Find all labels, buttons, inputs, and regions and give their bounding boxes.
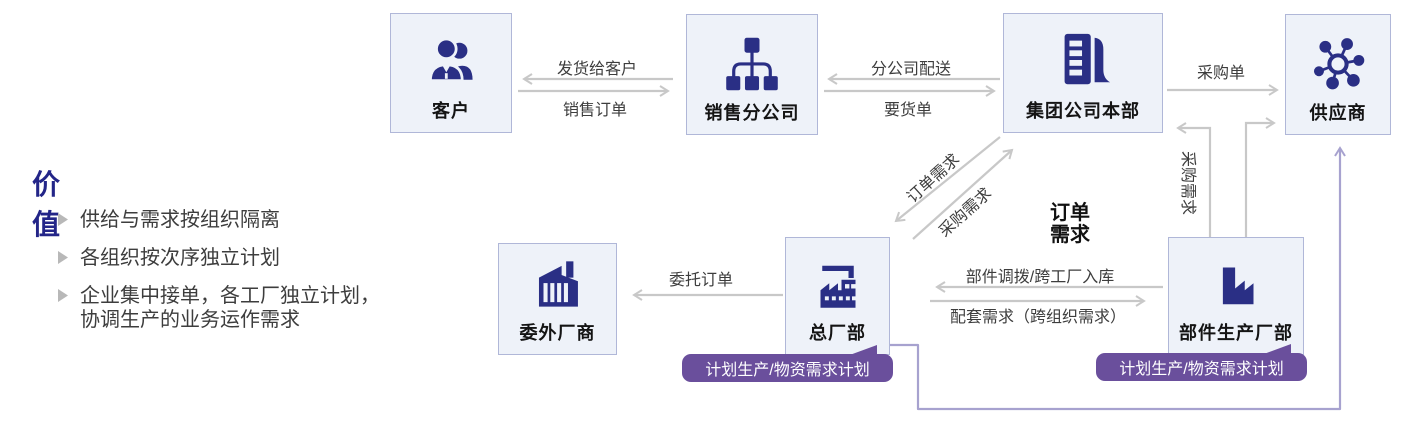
node-supplier: 供应商 [1285, 14, 1391, 135]
list-item: 各组织按次序独立计划 [58, 246, 418, 270]
plan-badge-parts-factory: 计划生产/物资需求计划 [1096, 344, 1307, 381]
order-demand-line1: 订单 [1050, 202, 1090, 224]
badge-tail [847, 345, 877, 356]
list-item: 企业集中接单，各工厂独立计划，协调生产的业务运作需求 [58, 284, 418, 332]
node-label: 委外厂商 [519, 323, 596, 343]
edge-label-order-demand-emphasis: 订单 需求 [1050, 202, 1090, 246]
bullet-text: 各组织按次序独立计划 [80, 247, 280, 269]
list-item: 供给与需求按组织隔离 [58, 208, 418, 232]
order-demand-line2: 需求 [1050, 224, 1090, 246]
badge-tail [1261, 344, 1291, 355]
plan-badge-main-factory: 计划生产/物资需求计划 [682, 345, 893, 382]
node-sales-branch: 销售分公司 [686, 14, 818, 135]
node-label: 部件生产厂部 [1179, 323, 1293, 343]
bullet-triangle-icon [58, 213, 68, 226]
bullet-triangle-icon [58, 251, 68, 264]
org-tree-icon [722, 33, 782, 93]
plan-loop-connector [890, 146, 1346, 411]
office-buildings-icon [1052, 29, 1114, 91]
node-label: 客户 [432, 101, 470, 121]
node-label: 销售分公司 [704, 103, 800, 123]
bullet-text: 供给与需求按组织隔离 [80, 209, 280, 231]
arrow-purchase-demand-diagonal [912, 148, 1014, 240]
node-label: 集团公司本部 [1026, 101, 1140, 121]
badge-label: 计划生产/物资需求计划 [1119, 361, 1284, 378]
values-title: 价值 [32, 169, 61, 240]
values-bullet-list: 供给与需求按组织隔离 各组织按次序独立计划 企业集中接单，各工厂独立计划，协调生… [58, 208, 418, 346]
arrow-purchase-demand-vertical [1176, 122, 1212, 237]
node-customer: 客户 [390, 13, 512, 133]
customer-people-icon [421, 31, 481, 91]
factory-roof-icon [810, 257, 866, 313]
edge-label-sales-order: 销售订单 [562, 102, 628, 119]
edge-label-ship-to-customer: 发货给客户 [556, 61, 638, 78]
bullet-text: 企业集中接单，各工厂独立计划，协调生产的业务运作需求 [80, 285, 380, 331]
edge-label-request-order: 要货单 [883, 102, 933, 119]
arrow-order-demand-diagonal [894, 136, 1001, 223]
edge-label-parts-transfer: 部件调拨/跨工厂入库 [965, 269, 1115, 286]
edge-label-purchase-order: 采购单 [1196, 65, 1246, 82]
bullet-triangle-icon [58, 289, 68, 302]
node-group-hq: 集团公司本部 [1003, 13, 1163, 133]
node-outsourced-vendor: 委外厂商 [498, 243, 617, 355]
edge-label-consign-order: 委托订单 [668, 272, 734, 289]
factory-sawtooth-icon [1208, 257, 1264, 313]
edge-label-branch-delivery: 分公司配送 [870, 61, 952, 78]
node-main-factory: 总厂部 [785, 237, 890, 355]
factory-chimney-icon [529, 255, 587, 313]
node-parts-factory: 部件生产厂部 [1168, 237, 1304, 355]
arrow-parts-factory-to-supplier [1244, 117, 1276, 237]
badge-label: 计划生产/物资需求计划 [705, 362, 870, 379]
node-label: 供应商 [1309, 103, 1367, 123]
edge-label-purchase-demand-vertical: 采购需求 [1179, 150, 1196, 216]
edge-label-kitting-demand: 配套需求（跨组织需求） [949, 309, 1127, 326]
network-molecule-icon [1309, 35, 1367, 93]
node-label: 总厂部 [809, 323, 866, 343]
